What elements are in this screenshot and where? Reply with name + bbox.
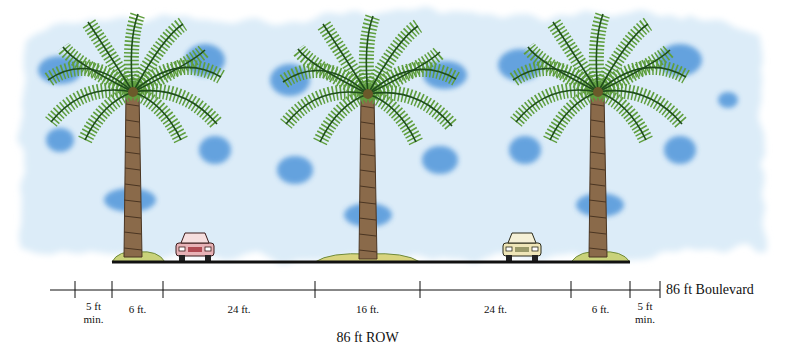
dimension-label: 24 ft. (484, 303, 507, 316)
dimension-label: 5 ft min. (80, 300, 108, 325)
watercolor-sky (22, 10, 765, 259)
dimension-line (50, 281, 660, 298)
dimension-label: 16 ft. (356, 303, 379, 316)
palm-trees (48, 14, 686, 259)
dimension-label: 24 ft. (227, 303, 250, 316)
dimension-label: 6 ft. (129, 303, 147, 316)
overall-dimension: 86 ft Boulevard (666, 282, 754, 298)
overall-dimension: 86 ft ROW (336, 330, 398, 346)
road-surface (112, 261, 630, 264)
dimension-label: 6 ft. (592, 303, 610, 316)
dimension-label: 5 ft min. (631, 300, 659, 325)
car-right (503, 233, 541, 261)
car-left (176, 233, 214, 261)
